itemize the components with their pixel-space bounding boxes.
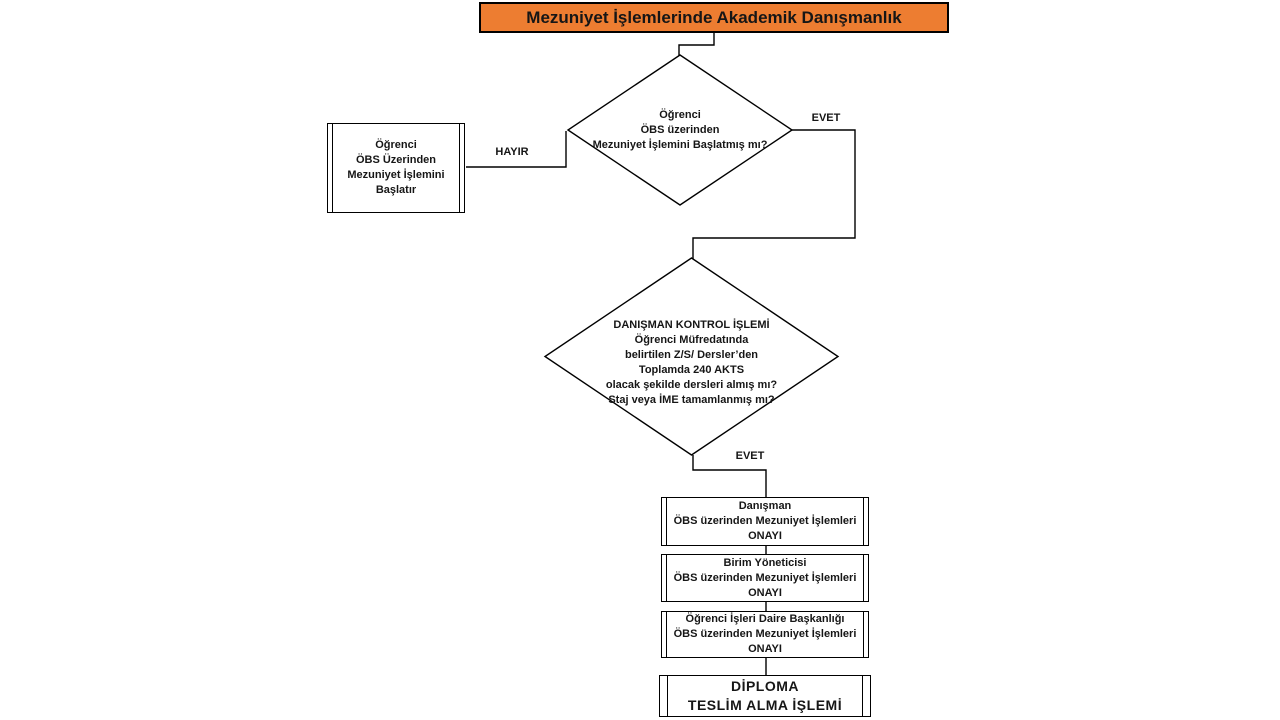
text-line: ÖBS üzerinden Mezuniyet İşlemleri <box>673 571 857 584</box>
text-line: Mezuniyet İşlemini Başlatmış mı? <box>592 139 768 151</box>
text-line: Mezuniyet İşlemini <box>347 169 445 181</box>
text-line: TESLİM ALMA İŞLEMİ <box>687 697 843 713</box>
text-line: Öğrenci Müfredatında <box>634 334 749 346</box>
text-line: ÖBS üzerinden Mezuniyet İşlemleri <box>673 515 857 527</box>
text-line: Danışman <box>738 500 792 512</box>
process-student-affairs-approval: Öğrenci İşleri Daire Başkanlığı ÖBS üzer… <box>661 611 869 658</box>
text-line: olacak şekilde dersleri almış mı? <box>605 379 778 391</box>
text-line: DANIŞMAN KONTROL İŞLEMİ <box>613 319 770 331</box>
text-line: ONAYI <box>748 643 782 655</box>
text-line: ONAYI <box>748 530 782 542</box>
label-evet-1: EVET <box>811 112 841 124</box>
text-line: ONAYI <box>748 586 782 599</box>
decision1-label: Öğrenci ÖBS üzerinden Mezuniyet İşlemini… <box>568 108 792 153</box>
edge-hayir <box>466 131 567 168</box>
process-student-start: Öğrenci ÖBS Üzerinden Mezuniyet İşlemini… <box>327 123 465 213</box>
edge-evet-2 <box>692 455 767 497</box>
title-box: Mezuniyet İşlemlerinde Akademik Danışman… <box>479 2 949 33</box>
edge-title-to-decision1 <box>678 33 715 56</box>
decision2-shape <box>543 257 840 456</box>
text-line: Öğrenci <box>375 139 417 151</box>
label-hayir: HAYIR <box>495 146 529 158</box>
edge-evet-1 <box>692 129 856 259</box>
text-line: ÖBS Üzerinden <box>355 154 437 166</box>
text-line: Staj veya İME tamamlanmış mı? <box>608 394 775 406</box>
text-line: Öğrenci İşleri Daire Başkanlığı <box>685 613 845 625</box>
text-line: Başlatır <box>375 184 417 196</box>
decision2-label: DANIŞMAN KONTROL İŞLEMİ Öğrenci Müfredat… <box>545 318 838 408</box>
text-line: ÖBS üzerinden Mezuniyet İşlemleri <box>673 628 857 640</box>
text-line: Birim Yöneticisi <box>723 556 807 569</box>
text-line: Öğrenci <box>659 109 701 121</box>
label-evet-2: EVET <box>735 450 765 462</box>
process-advisor-approval: Danışman ÖBS üzerinden Mezuniyet İşlemle… <box>661 497 869 546</box>
page-title: Mezuniyet İşlemlerinde Akademik Danışman… <box>526 7 902 27</box>
text-line: DİPLOMA <box>730 678 800 694</box>
text-line: Toplamda 240 AKTS <box>638 364 745 376</box>
text-line: belirtilen Z/S/ Dersler’den <box>624 349 759 361</box>
text-line: ÖBS üzerinden <box>640 124 720 136</box>
process-diploma: DİPLOMA TESLİM ALMA İŞLEMİ <box>659 675 871 717</box>
decision1-shape <box>566 54 794 206</box>
process-unit-manager-approval: Birim Yöneticisi ÖBS üzerinden Mezuniyet… <box>661 554 869 602</box>
